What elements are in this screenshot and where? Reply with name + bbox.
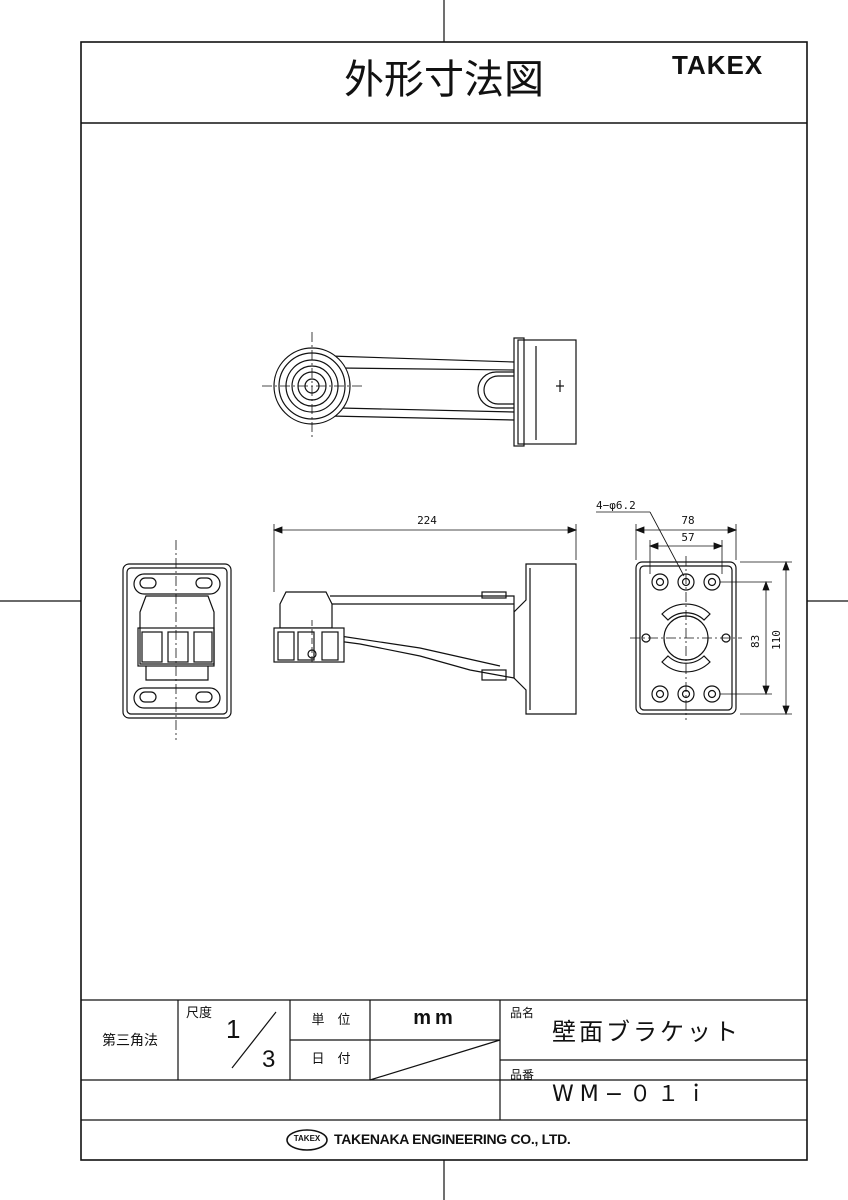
dimension-lines [272, 511, 792, 716]
drawing-frame [80, 41, 808, 1161]
dimension-inner-height: 83 [749, 634, 762, 648]
unit-value: mm [413, 1007, 457, 1029]
dimension-hole-spec: 4−φ6.2 [596, 499, 636, 512]
dimension-inner-width: 57 [681, 531, 695, 544]
part-number-label: 品番 [510, 1068, 535, 1082]
footer-logo-text: TAKEX [293, 1134, 321, 1143]
product-name-label: 品名 [510, 1006, 535, 1020]
footer-logo-oval [286, 1129, 328, 1151]
company-name: TAKENAKA ENGINEERING CO., LTD. [334, 1131, 571, 1147]
dimension-outer-width: 78 [681, 514, 695, 527]
dimension-overall-length: 224 [417, 514, 437, 527]
side-view [273, 563, 577, 715]
front-view [122, 540, 232, 740]
product-name: 壁面ブラケット [552, 1018, 741, 1046]
dimension-outer-height: 110 [770, 630, 783, 650]
page-title: 外形寸法図 [344, 57, 544, 103]
brand-logo: TAKEX [672, 50, 764, 80]
date-label: 日 付 [311, 1052, 351, 1067]
title-block-grid [81, 999, 807, 1121]
scale-label: 尺度 [186, 1006, 213, 1021]
unit-label: 単 位 [311, 1013, 351, 1028]
top-view [262, 332, 577, 447]
rear-view [630, 556, 742, 720]
part-number: WM−０１ｉ [552, 1082, 714, 1107]
scale-denominator: 3 [262, 1046, 276, 1073]
projection-method: 第三角法 [102, 1033, 158, 1049]
scale-numerator: 1 [226, 1014, 241, 1044]
